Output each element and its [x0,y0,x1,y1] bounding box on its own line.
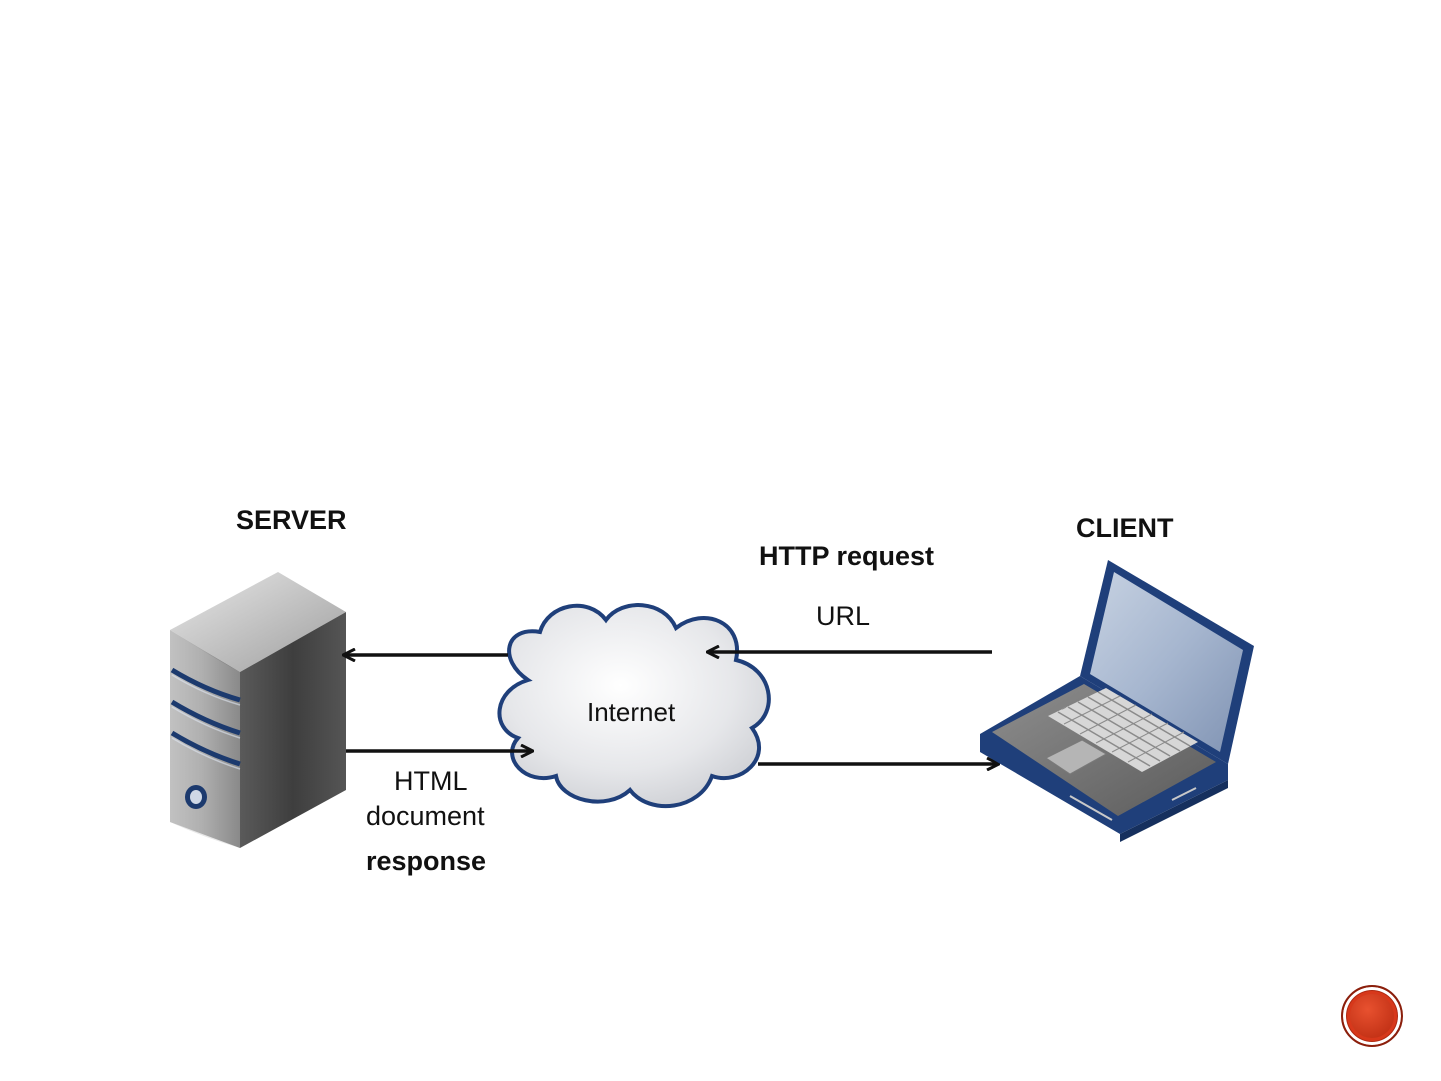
client-label: CLIENT [1076,515,1174,542]
server-icon [170,572,346,848]
laptop-icon [980,560,1254,842]
html-label: HTML [394,768,468,795]
server-label: SERVER [236,507,347,534]
http-request-label: HTTP request [759,543,934,570]
url-label: URL [816,603,870,630]
internet-label: Internet [587,699,675,725]
next-slide-icon[interactable] [1341,985,1403,1047]
document-label: document [366,803,485,830]
response-label: response [366,848,486,875]
